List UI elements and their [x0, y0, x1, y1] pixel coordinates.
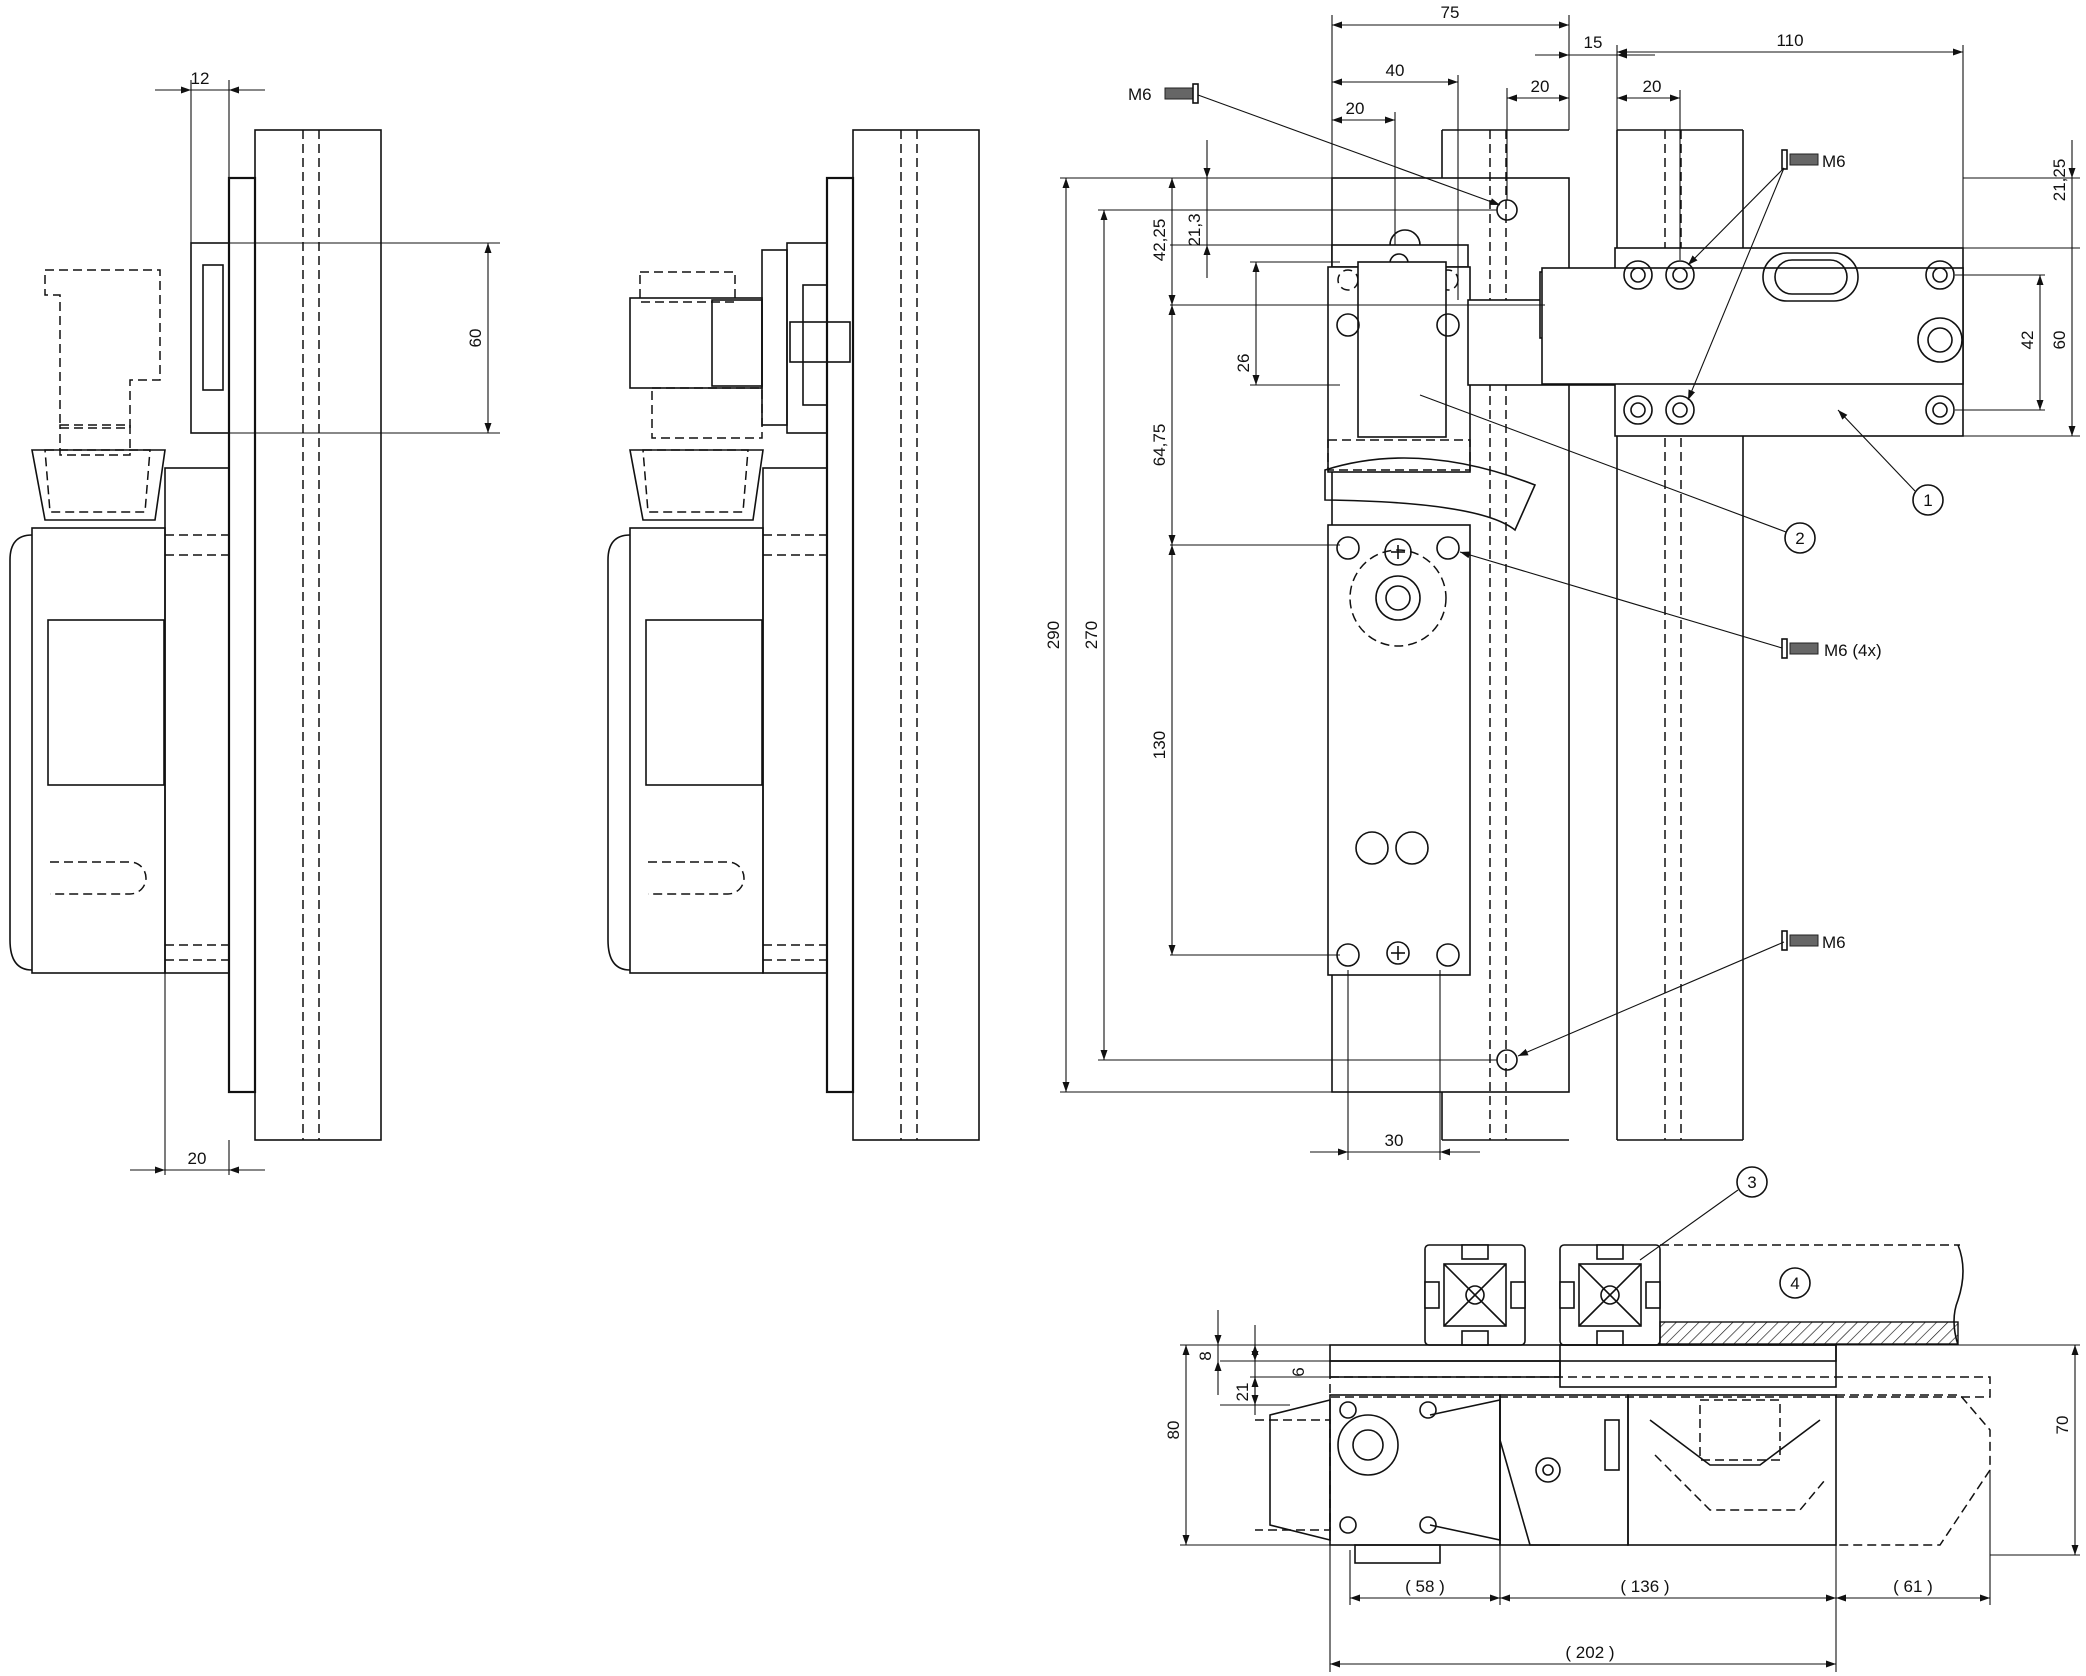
front-view: 75 40 20 20 15 110 20: [1044, 3, 2080, 1160]
dim-front-40: 40: [1386, 61, 1405, 80]
dim-top-61: ( 61 ): [1893, 1577, 1933, 1596]
front-view-dims: 75 40 20 20 15 110 20: [1044, 3, 2080, 1160]
side-view-middle: [607, 129, 980, 1141]
dim-front-42: 42: [2018, 331, 2037, 350]
label-m6-bottom: M6: [1822, 933, 1846, 952]
dim-top-8: 8: [1196, 1351, 1215, 1360]
dim-front-290: 290: [1044, 621, 1063, 649]
top-view: 3 4 8 6 21 80 70: [1164, 1166, 2080, 1672]
dim-top-58: ( 58 ): [1405, 1577, 1445, 1596]
dim-front-20-actuator: 20: [1643, 77, 1662, 96]
dim-front-21-25: 21,25: [2050, 159, 2069, 202]
dim-top-202: ( 202 ): [1565, 1643, 1614, 1662]
top-view-dims: 8 6 21 80 70 ( 58 ) ( 136 ) ( 61 ) ( 2: [1164, 1310, 2080, 1672]
front-view-callouts: M6 M6 M6 (4x) M6 1 2: [1128, 83, 1944, 1057]
dim-side-bottom-width: 20: [188, 1149, 207, 1168]
dim-front-21-3: 21,3: [1185, 213, 1204, 246]
dim-top-80: 80: [1164, 1421, 1183, 1440]
dim-front-42-25: 42,25: [1150, 219, 1169, 262]
dim-front-26: 26: [1234, 354, 1253, 373]
profile-section-right: [1559, 1244, 1661, 1346]
dim-front-270: 270: [1082, 621, 1101, 649]
side-view-left: 12 60 20: [9, 69, 500, 1175]
dim-front-110: 110: [1776, 31, 1803, 50]
dim-front-75: 75: [1441, 3, 1460, 22]
dim-top-21: 21: [1233, 1383, 1252, 1402]
dim-front-15: 15: [1584, 33, 1603, 52]
callout-3: 3: [1747, 1173, 1756, 1192]
dim-top-70: 70: [2053, 1416, 2072, 1435]
label-m6-top-left: M6: [1128, 85, 1152, 104]
actuator-screws: [1623, 260, 1963, 425]
dim-top-136: ( 136 ): [1620, 1577, 1669, 1596]
label-m6-top-right: M6: [1822, 152, 1846, 171]
dim-front-right-60: 60: [2050, 331, 2069, 350]
dim-front-130: 130: [1150, 731, 1169, 759]
dim-top-6: 6: [1289, 1367, 1308, 1376]
dim-front-20-right: 20: [1531, 77, 1550, 96]
side-view-dims: 12 60 20: [130, 69, 500, 1175]
dim-front-30: 30: [1385, 1131, 1404, 1150]
dim-side-height: 60: [466, 329, 485, 348]
profile-section-left: [1424, 1244, 1526, 1346]
dim-front-64-75: 64,75: [1150, 424, 1169, 467]
callout-2: 2: [1795, 529, 1804, 548]
callout-4: 4: [1790, 1274, 1799, 1293]
label-m6-4x: M6 (4x): [1824, 641, 1882, 660]
callout-1: 1: [1923, 491, 1932, 510]
dim-front-20-left: 20: [1346, 99, 1365, 118]
dim-side-top-width: 12: [191, 69, 210, 88]
